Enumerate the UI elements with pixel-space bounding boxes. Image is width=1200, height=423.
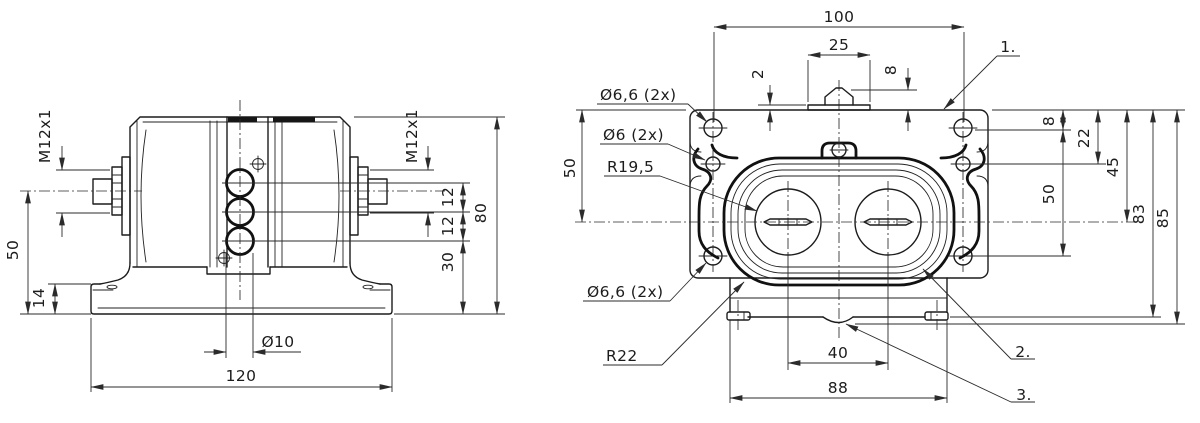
base-slot-left xyxy=(106,284,118,290)
dim-8-right-label: 8 xyxy=(1040,116,1058,126)
dim-50-label: 50 xyxy=(4,240,22,261)
dim-14-label: 14 xyxy=(30,288,48,309)
clamp-mark-right xyxy=(273,117,315,123)
hole-66-bottom-label: Ø6,6 (2x) xyxy=(587,283,664,301)
front-view-dimensions xyxy=(576,24,1185,403)
boss-plate xyxy=(807,104,871,111)
fitting-plug-right xyxy=(367,178,388,205)
fitting-flange-right xyxy=(349,156,359,236)
callout-3-label: 3. xyxy=(1016,386,1032,404)
radius-r195-label: R19,5 xyxy=(607,158,654,176)
dim-30-label: 30 xyxy=(439,252,457,273)
dim-12-lower-label: 12 xyxy=(439,216,457,237)
dim-8-top-label: 8 xyxy=(882,65,900,75)
side-view-dimensions xyxy=(20,116,505,392)
dim-dia10-label: Ø10 xyxy=(261,333,294,351)
clamp-mark-left xyxy=(228,117,257,123)
pedestal-bump xyxy=(822,316,854,324)
dim-80-label: 80 xyxy=(472,203,490,224)
base-slot-right xyxy=(362,284,374,290)
dim-83-label: 83 xyxy=(1130,204,1148,225)
boss-peak xyxy=(824,87,854,106)
radius-r22-label: R22 xyxy=(606,347,638,365)
callout-1-label: 1. xyxy=(1000,38,1016,56)
dim-50-left-label: 50 xyxy=(561,158,579,179)
dim-100-label: 100 xyxy=(824,8,855,26)
hole-66-top-label: Ø6,6 (2x) xyxy=(600,86,677,104)
pedestal-tab-left xyxy=(726,311,751,321)
front-view-labels: 100 25 2 8 1. Ø6,6 (2x) Ø6 (2x) R19,5 50… xyxy=(561,8,1172,404)
dim-50-right-label: 50 xyxy=(1040,184,1058,205)
dim-120-label: 120 xyxy=(226,367,257,385)
dim-88-label: 88 xyxy=(828,379,849,397)
fitting-flange-left xyxy=(121,156,131,236)
dim-2-label: 2 xyxy=(749,69,767,79)
front-view-geometry xyxy=(575,80,1138,338)
thread-label-right: M12x1 xyxy=(403,109,421,163)
side-view-geometry xyxy=(20,100,470,315)
callout-2-label: 2. xyxy=(1015,343,1031,361)
side-view: M12x1 M12x1 50 14 12 12 30 80 Ø10 120 xyxy=(4,100,505,392)
fitting-plug-left xyxy=(92,178,113,205)
side-view-labels: M12x1 M12x1 50 14 12 12 30 80 Ø10 120 xyxy=(4,109,490,385)
dim-22-label: 22 xyxy=(1075,128,1093,149)
dim-25-label: 25 xyxy=(829,36,850,54)
dim-12-upper-label: 12 xyxy=(439,187,457,208)
thread-label-left: M12x1 xyxy=(36,109,54,163)
dim-40-label: 40 xyxy=(828,344,849,362)
dim-85-label: 85 xyxy=(1154,208,1172,229)
dim-45-label: 45 xyxy=(1104,157,1122,178)
hole-6-label: Ø6 (2x) xyxy=(603,126,664,144)
pedestal-tab-right xyxy=(924,311,949,321)
front-view: 100 25 2 8 1. Ø6,6 (2x) Ø6 (2x) R19,5 50… xyxy=(561,8,1185,404)
